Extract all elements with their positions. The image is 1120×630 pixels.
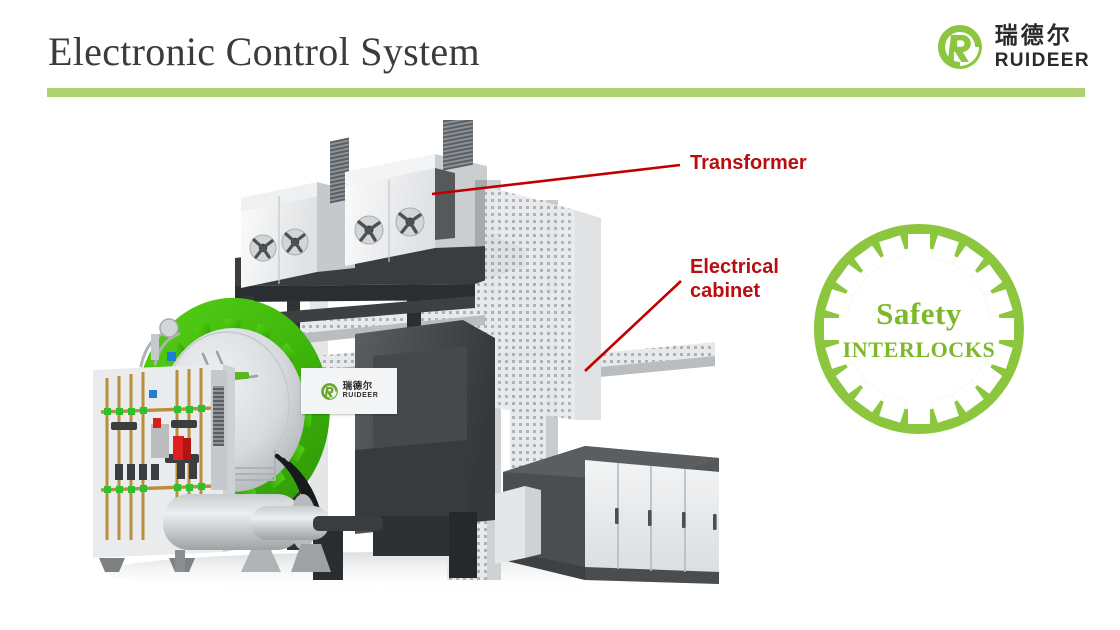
safety-badge-line2: INTERLOCKS: [842, 336, 996, 362]
furnace-badge-name-cn: 瑞德尔: [342, 380, 373, 392]
title-divider-rule: [47, 88, 1085, 97]
furnace-badge-name-en: RUIDEER: [342, 392, 379, 400]
ruideer-circle-r-logo-icon: [320, 382, 339, 401]
furnace-door-brand-plate: 瑞德尔 RUIDEER: [301, 368, 397, 414]
callout-label-transformer: Transformer: [690, 152, 807, 174]
ruideer-circle-r-logo-icon: [935, 22, 985, 72]
machine-render-image: 瑞德尔 RUIDEER: [55, 120, 785, 600]
brand-wordmark: 瑞德尔 RUIDEER: [994, 22, 1090, 71]
brand-name-en: RUIDEER: [994, 49, 1090, 71]
safety-interlocks-badge: Safety INTERLOCKS: [812, 222, 1026, 436]
safety-badge-line1: Safety: [876, 295, 962, 331]
callout-label-electrical-cabinet: Electrical cabinet: [690, 256, 779, 302]
brand-logo: 瑞德尔 RUIDEER: [935, 22, 1090, 72]
safety-badge-text: Safety INTERLOCKS: [812, 222, 1026, 436]
brand-name-cn: 瑞德尔: [994, 22, 1073, 49]
page-title: Electronic Control System: [48, 29, 480, 74]
furnace-badge-wordmark: 瑞德尔 RUIDEER: [342, 380, 379, 401]
gear-ring-icon: [813, 224, 1024, 434]
